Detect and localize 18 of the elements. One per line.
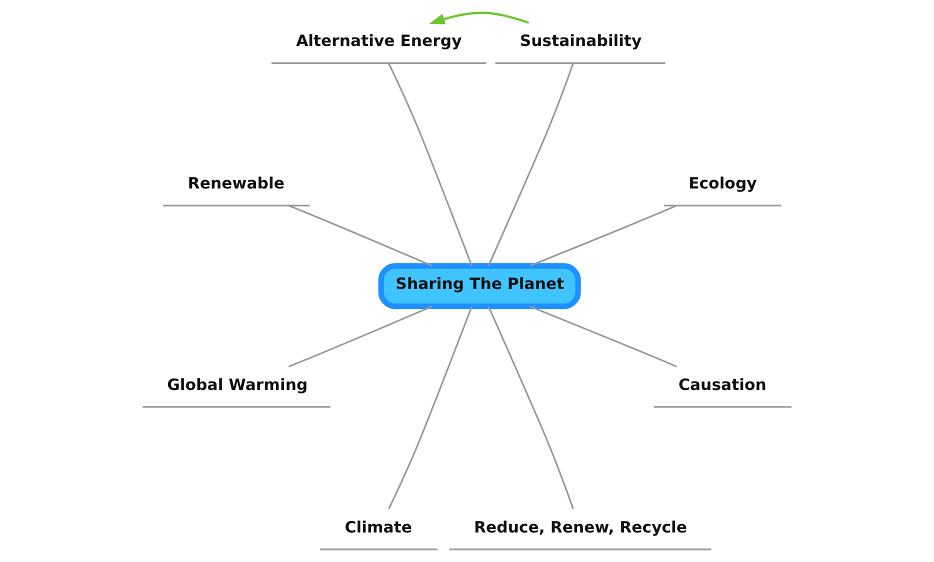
connector: [530, 306, 677, 368]
node-text: Causation: [678, 374, 766, 394]
node-text: Climate: [344, 517, 412, 536]
node-text: Global Warming: [167, 374, 308, 394]
node-text: Renewable: [188, 173, 284, 192]
connector: [388, 306, 473, 510]
node-box: Sharing The Planet: [378, 263, 581, 310]
connector: [388, 62, 473, 266]
connector: [488, 306, 574, 510]
connector: [488, 63, 574, 266]
connector: [530, 204, 677, 267]
connector: [288, 306, 432, 368]
node-text: Alternative Energy: [296, 31, 462, 50]
connector: [288, 204, 432, 267]
arrow: [429, 12, 530, 24]
node-text: Reduce, Renew, Recycle: [474, 517, 688, 536]
node-text: Sustainability: [520, 31, 642, 50]
node-text: Ecology: [688, 173, 757, 192]
